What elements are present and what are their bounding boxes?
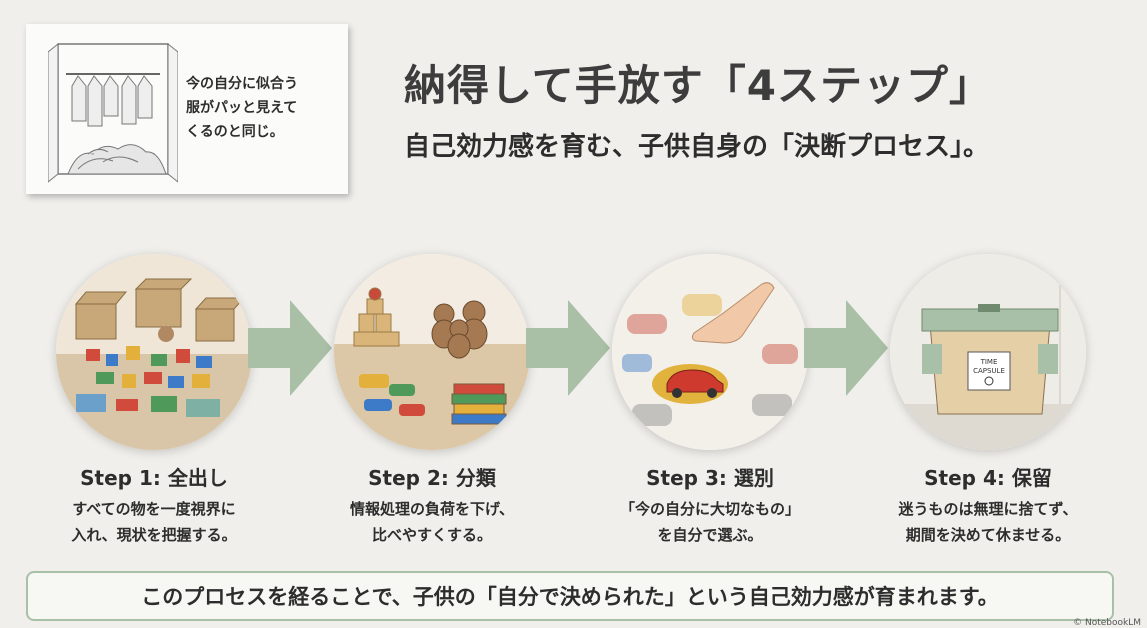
step-1-title: Step 1: 全出し <box>80 466 228 490</box>
arrow-right-icon <box>248 300 332 396</box>
page-subtitle: 自己効力感を育む、子供自身の「決断プロセス」。 <box>404 132 990 162</box>
closet-note-card: 今の自分に似合う 服がパッと見えて くるのと同じ。 <box>26 24 348 194</box>
capsule-label-1: TIME <box>980 358 998 366</box>
step-3-illustration <box>612 254 808 450</box>
arrow-right-icon <box>526 300 610 396</box>
summary-banner: このプロセスを経ることで、子供の「自分で決められた」という自己効力感が育まれます… <box>26 571 1114 621</box>
step-4-illustration: TIME CAPSULE <box>890 254 1086 450</box>
arrow-right-icon <box>804 300 888 396</box>
capsule-label-2: CAPSULE <box>973 367 1005 375</box>
step-3-desc: 「今の自分に大切なもの」 を自分で選ぶ。 <box>619 500 800 544</box>
step-2-desc: 情報処理の負荷を下げ、 比べやすくする。 <box>350 500 514 544</box>
step-2-illustration <box>334 254 530 450</box>
step-3-title: Step 3: 選別 <box>646 466 774 490</box>
step-2-title: Step 2: 分類 <box>368 466 496 490</box>
page-title: 納得して手放す「4ステップ」 <box>404 61 992 110</box>
closet-note-text: 今の自分に似合う 服がパッと見えて くるのと同じ。 <box>186 76 298 140</box>
step-4-title: Step 4: 保留 <box>924 466 1052 490</box>
credit-text: © NotebookLM <box>1073 618 1141 628</box>
step-4-desc: 迷うものは無理に捨てず、 期間を決めて休ませる。 <box>898 500 1078 544</box>
step-1-illustration <box>56 254 252 450</box>
closet-illustration <box>48 42 178 183</box>
step-1-desc: すべての物を一度視界に 入れ、現状を把握する。 <box>71 500 237 544</box>
